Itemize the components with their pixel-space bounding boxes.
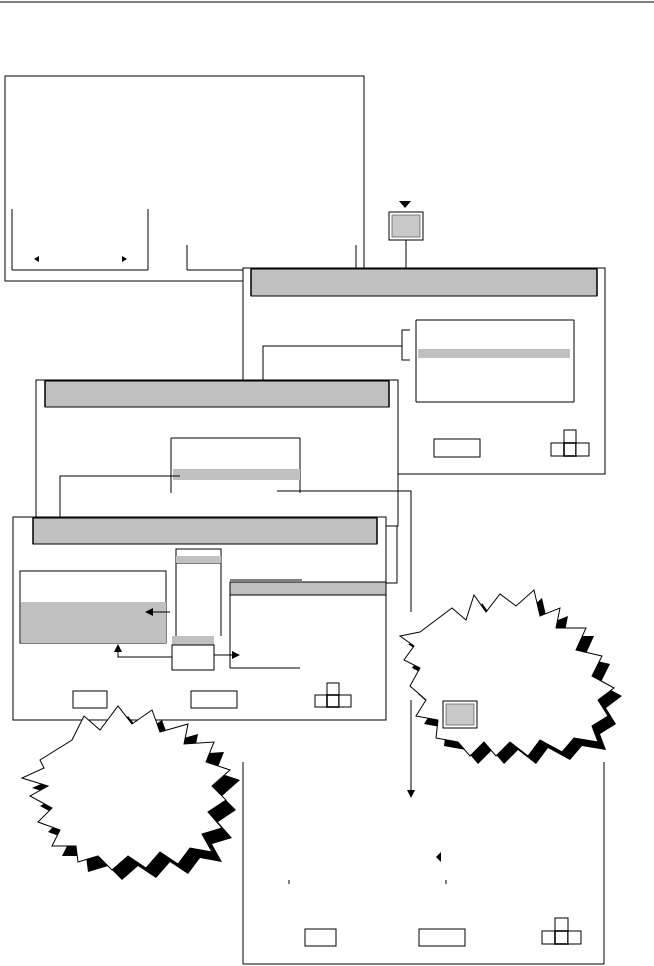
- connector-screen-4-to-screen-3: [386, 526, 398, 584]
- screen-2-selected-row[interactable]: [418, 349, 570, 358]
- screen-2-window: [242, 267, 606, 475]
- cursor-keys-icon[interactable]: [541, 917, 582, 945]
- screen-3-titlebar: [44, 380, 390, 408]
- screen-1-list-box: [11, 209, 149, 271]
- screen-5-button-2[interactable]: [418, 928, 466, 947]
- screen-4-right-list[interactable]: [229, 579, 387, 669]
- screen-3-selected-row[interactable]: [173, 469, 300, 480]
- screen-4-right-header: [229, 581, 387, 596]
- cursor-keys-icon[interactable]: [550, 429, 590, 457]
- screen-4-button-1[interactable]: [72, 690, 108, 709]
- screen-2-list[interactable]: [415, 319, 575, 403]
- screen-5-button-1[interactable]: [304, 928, 337, 947]
- pointer-down-icon: [399, 201, 411, 208]
- connector-field-to-left-list: [114, 644, 172, 658]
- screen-3-window: [35, 379, 399, 527]
- screen-4-left-selected-block[interactable]: [21, 602, 166, 643]
- key-top[interactable]: [388, 211, 424, 241]
- callout-left: [20, 705, 240, 880]
- connector-screen-3-to-callout: [277, 490, 412, 612]
- screen-3-list[interactable]: [170, 437, 301, 493]
- screen-1-window: [4, 75, 365, 282]
- screen-5-window: [242, 762, 605, 965]
- screen-4-window: [12, 516, 387, 721]
- cursor-keys-icon[interactable]: [314, 682, 352, 708]
- screen-2-bracket: [401, 329, 410, 361]
- screen-4-left-list[interactable]: [19, 570, 167, 644]
- callout-right: [398, 589, 622, 764]
- screen-2-button[interactable]: [433, 438, 481, 458]
- scroll-right-arrow-icon[interactable]: [122, 256, 127, 262]
- screen-4-button-2[interactable]: [190, 690, 238, 709]
- scroll-left-arrow-icon[interactable]: [436, 852, 441, 862]
- screen-2-titlebar: [250, 268, 598, 297]
- screen-4-middle-field[interactable]: [171, 644, 215, 671]
- screen-4-titlebar: [32, 517, 378, 545]
- screen-4-middle-list[interactable]: [171, 548, 222, 671]
- scroll-left-arrow-icon[interactable]: [34, 256, 39, 262]
- key-callout[interactable]: [442, 700, 478, 729]
